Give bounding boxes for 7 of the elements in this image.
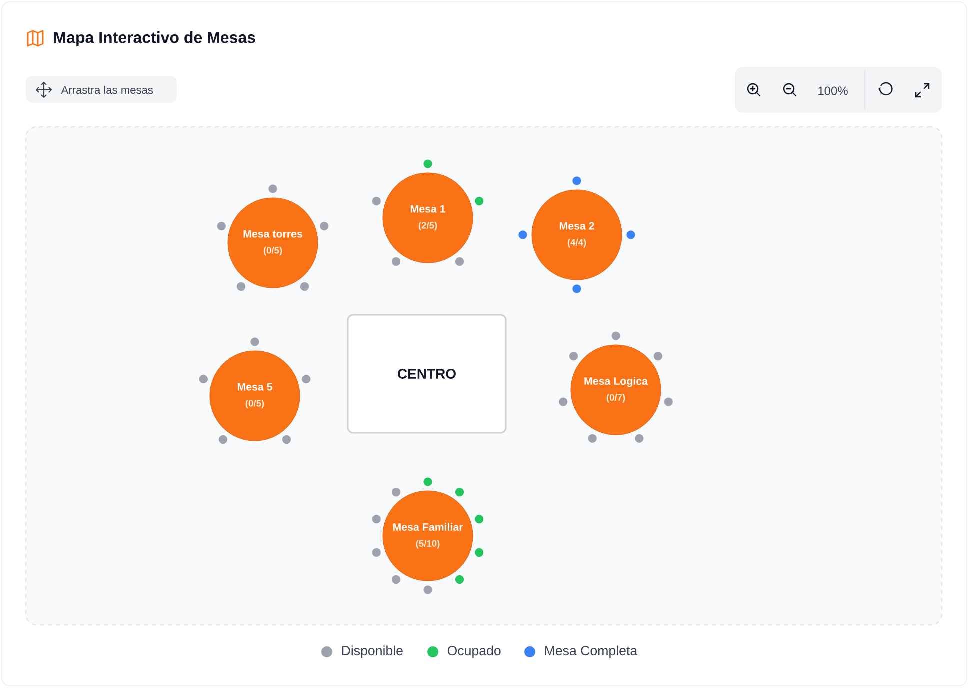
drag-hint-chip: Arrastra las mesas (26, 76, 177, 103)
legend-label: Ocupado (448, 646, 501, 658)
zoom-toolbar: 100% (735, 67, 942, 113)
legend-label: Mesa Completa (545, 646, 638, 658)
title: Mapa Interactivo de Mesas (54, 32, 256, 46)
legend-label: Disponible (342, 646, 403, 658)
center-box: CENTRO (347, 314, 507, 434)
